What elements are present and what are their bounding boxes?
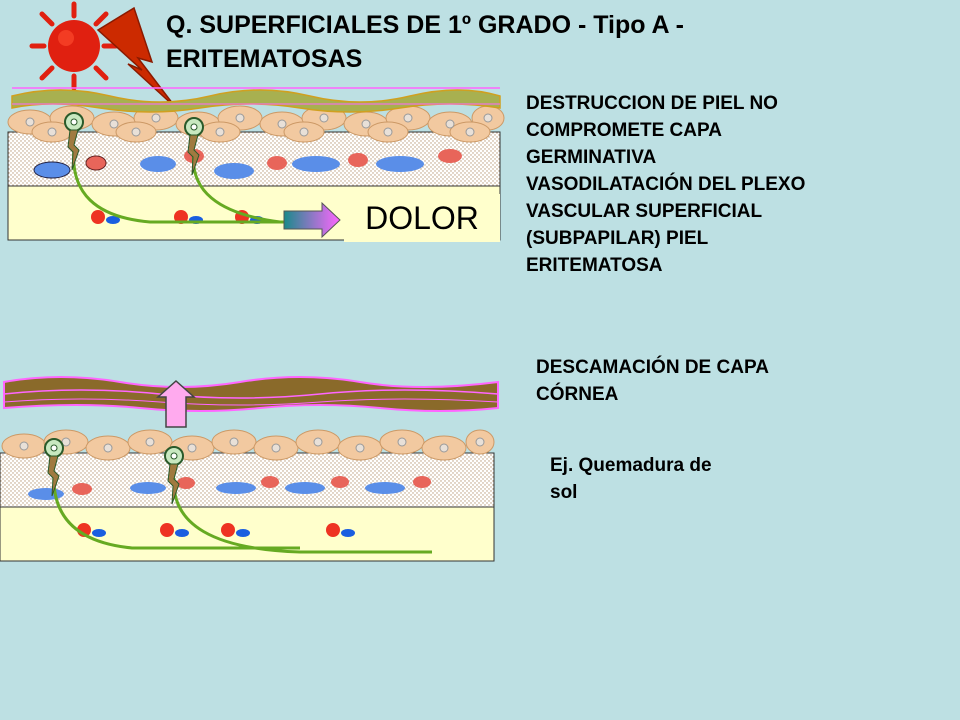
pain-arrow-icon bbox=[283, 201, 341, 239]
desquamation-line: DESCAMACIÓN DE CAPA bbox=[536, 357, 769, 378]
lightning-bolt-icon bbox=[96, 6, 177, 109]
epidermis-cells-top bbox=[7, 105, 505, 143]
desquamated-corneum bbox=[3, 376, 499, 412]
description-line: COMPROMETE CAPA bbox=[526, 120, 722, 141]
description-line: VASODILATACIÓN DEL PLEXO bbox=[526, 174, 806, 195]
skin-section-top bbox=[7, 87, 505, 241]
desquamation-text: DESCAMACIÓN DE CAPA CÓRNEA bbox=[536, 354, 896, 408]
sun-icon bbox=[29, 1, 119, 91]
description-line: ERITEMATOSA bbox=[526, 255, 663, 276]
nerve-ending-icon bbox=[64, 112, 204, 176]
pain-label: DOLOR bbox=[344, 194, 500, 242]
desquamation-line: CÓRNEA bbox=[536, 384, 619, 405]
basal-layer-top bbox=[7, 131, 501, 187]
description-block: DESTRUCCION DE PIEL NO COMPROMETE CAPA G… bbox=[526, 90, 946, 279]
description-line: DESTRUCCION DE PIEL NO bbox=[526, 93, 778, 114]
nerve-ending-icon bbox=[44, 438, 184, 505]
example-line: Ej. Quemadura de bbox=[550, 455, 712, 476]
example-text: Ej. Quemadura de sol bbox=[550, 452, 810, 506]
epidermis-cells-bottom bbox=[1, 429, 495, 461]
description-line: GERMINATIVA bbox=[526, 147, 657, 168]
stratum-corneum-top bbox=[11, 87, 501, 113]
skin-section-bottom bbox=[0, 429, 495, 562]
description-line: VASCULAR SUPERFICIAL bbox=[526, 201, 763, 222]
description-line: (SUBPAPILAR) PIEL bbox=[526, 228, 709, 249]
example-line: sol bbox=[550, 482, 578, 503]
up-arrow-icon bbox=[156, 379, 196, 428]
slide-title: Q. SUPERFICIALES DE 1º GRADO - Tipo A - … bbox=[166, 11, 684, 73]
basal-layer-bottom bbox=[0, 452, 495, 508]
